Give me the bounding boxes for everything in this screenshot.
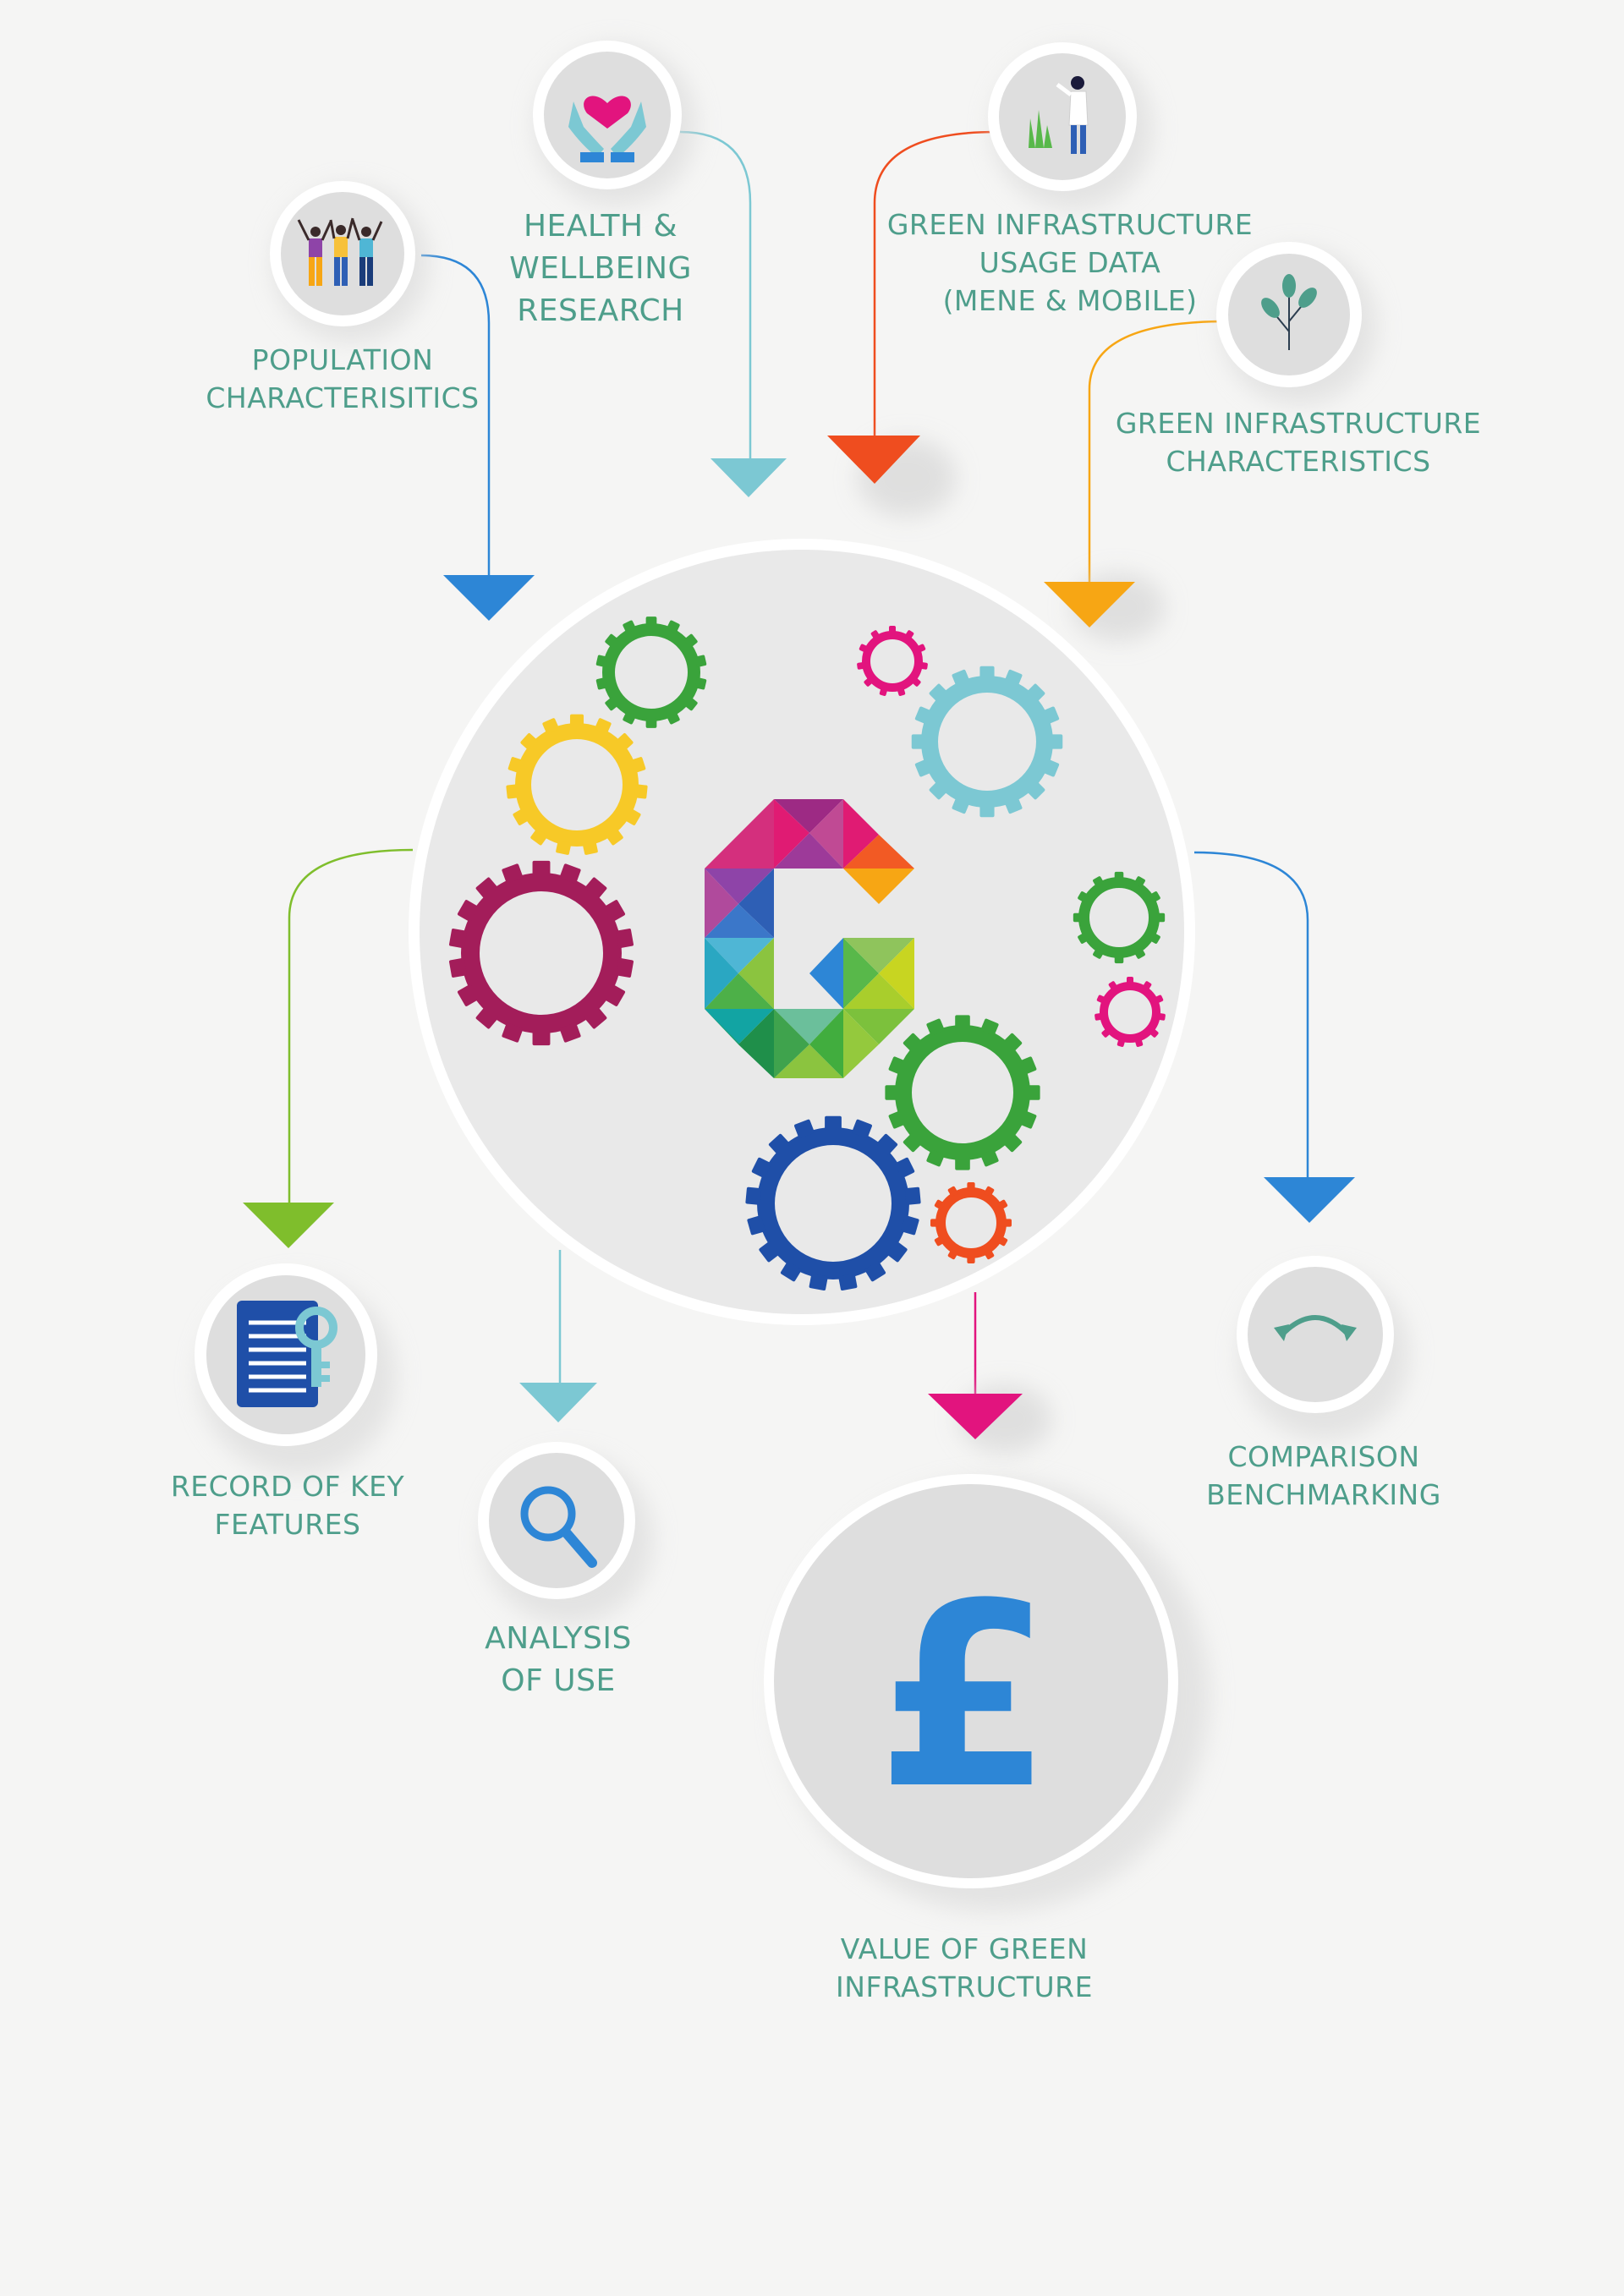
arrow-record bbox=[243, 1203, 334, 1248]
label-characteristics: GREEN INFRASTRUCTURE CHARACTERISTICS bbox=[1115, 407, 1482, 478]
magnifier-icon bbox=[478, 1442, 653, 1624]
document-key-icon bbox=[195, 1263, 396, 1475]
arrow-population bbox=[443, 575, 535, 621]
gear-icon bbox=[1073, 871, 1166, 964]
arrow-usage bbox=[827, 436, 920, 484]
curved-arrow-icon bbox=[1237, 1256, 1409, 1439]
gear-icon bbox=[506, 714, 648, 855]
hands-holding-heart-icon bbox=[533, 41, 696, 205]
arrow-comparison bbox=[1264, 1177, 1355, 1223]
arrow-analysis bbox=[519, 1383, 597, 1422]
gear-icon bbox=[449, 860, 634, 1046]
gear-icon bbox=[595, 616, 707, 728]
label-population: POPULATION CHARACTERISITICS bbox=[206, 343, 480, 414]
people-celebrating-icon bbox=[270, 181, 429, 342]
connector-characteristics bbox=[1044, 320, 1227, 641]
pound-sign-icon: £ bbox=[764, 1474, 1210, 1911]
connector-population bbox=[420, 254, 535, 621]
gear-icon bbox=[930, 1182, 1012, 1263]
label-value: VALUE OF GREEN INFRASTRUCTURE bbox=[836, 1932, 1093, 2003]
connector-analysis bbox=[519, 1250, 597, 1422]
plant-sprig-icon bbox=[1216, 242, 1377, 404]
person-in-grass-icon bbox=[988, 42, 1153, 209]
gear-icons bbox=[449, 616, 1166, 1291]
connector-health bbox=[679, 130, 787, 497]
label-comparison: COMPARISON BENCHMARKING bbox=[1206, 1440, 1441, 1511]
gear-icon bbox=[911, 666, 1063, 818]
connector-value bbox=[928, 1292, 1051, 1453]
connector-comparison bbox=[1193, 851, 1355, 1223]
pound-sign-glyph: £ bbox=[876, 1549, 1053, 1844]
arrow-value bbox=[928, 1394, 1023, 1439]
multicolour-g-logo-icon bbox=[705, 799, 914, 1078]
gear-icon bbox=[1095, 977, 1166, 1047]
label-record: RECORD OF KEY FEATURES bbox=[170, 1470, 405, 1541]
connector-record bbox=[243, 848, 414, 1248]
central-hub bbox=[409, 539, 1195, 1325]
connector-usage bbox=[827, 130, 997, 517]
arrow-health bbox=[710, 458, 787, 497]
gear-icon bbox=[857, 626, 928, 696]
gear-icon bbox=[745, 1115, 921, 1291]
label-usage: GREEN INFRASTRUCTURE USAGE DATA (MENE & … bbox=[886, 208, 1254, 317]
gear-icon bbox=[885, 1015, 1040, 1170]
label-health: HEALTH & WELLBEING RESEARCH bbox=[509, 209, 692, 328]
label-analysis: ANALYSIS OF USE bbox=[485, 1621, 632, 1698]
arrow-characteristics bbox=[1044, 582, 1135, 627]
